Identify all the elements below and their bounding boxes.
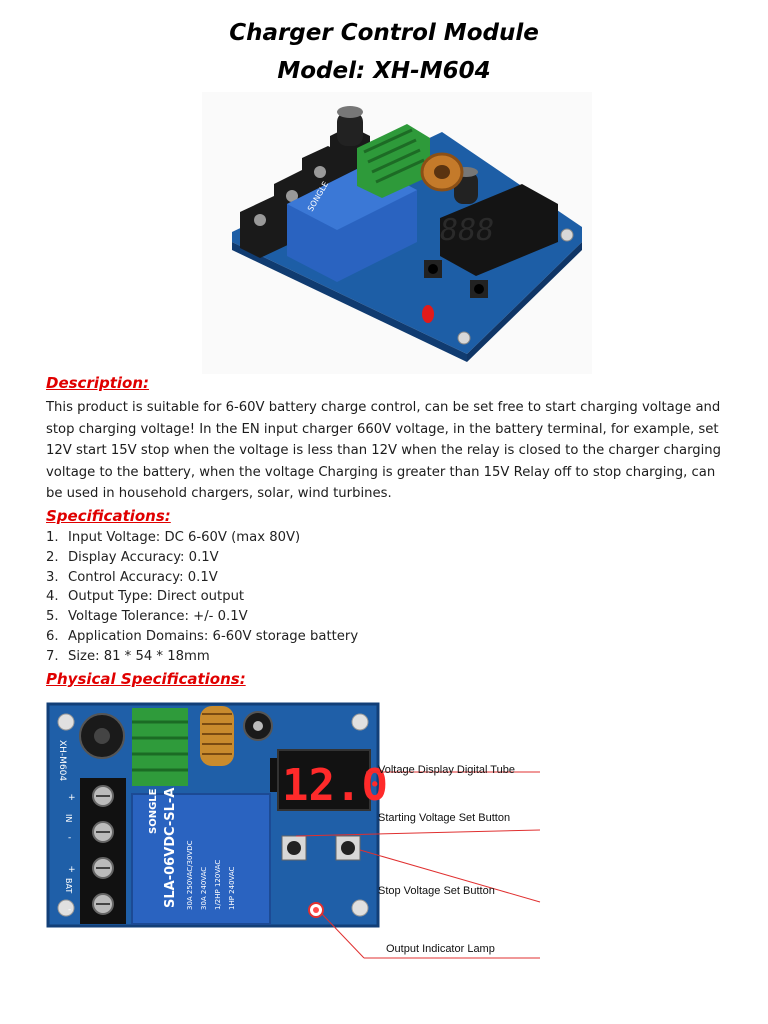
list-item: 5.Voltage Tolerance: +/- 0.1V [46,609,248,625]
list-item: 7.Size: 81 * 54 * 18mm [46,648,210,664]
digital-display: 888 [437,184,558,276]
callout-indicator-lamp: Output Indicator Lamp [386,943,495,955]
relay-spec-2: 30A 240VAC [200,867,208,910]
relay-spec-1: 30A 250VAC/30VDC [186,840,194,910]
callout-start-button: Starting Voltage Set Button [378,812,511,824]
specifications-list: 1.Input Voltage: DC 6-60V (max 80V) 2.Di… [46,528,358,667]
page-title-line-1: Charger Control Module [229,20,539,46]
page-title-line-2: Model: XH-M604 [277,58,491,84]
terminal-in-plus: + [68,793,76,803]
callout-stop-button: Stop Voltage Set Button [378,885,495,897]
list-item: 4.Output Type: Direct output [46,589,245,605]
list-item: 3.Control Accuracy: 0.1V [46,569,218,585]
relay-brand: SONGLE [148,788,159,834]
list-item: 2.Display Accuracy: 0.1V [46,549,219,565]
description-heading: Description: [46,374,150,392]
terminal-block [80,778,126,924]
callout-voltage-display: Voltage Display Digital Tube [378,764,515,776]
list-item: 1.Input Voltage: DC 6-60V (max 80V) [46,530,301,545]
relay-spec-3: 1/2HP 120VAC [214,860,222,910]
specifications-heading: Specifications: [46,507,171,525]
svg-text:888: 888 [437,213,497,248]
terminal-bat-label: BAT [64,878,73,893]
heatsink [132,708,188,786]
physical-specifications-heading: Physical Specifications: [46,670,246,688]
relay-model: SLA-06VDC-SL-A [163,788,178,908]
board-label: XH-M604 [57,740,67,781]
relay-spec-4: 1HP 240VAC [228,866,236,910]
stop-voltage-button [335,835,361,861]
terminal-in-label: IN [64,814,73,822]
digital-display: 12.0 [277,749,388,811]
product-photo: SONGLE 888 [202,92,592,374]
display-digits: 12.0 [282,760,388,811]
heatsink [357,124,430,198]
relay: SONGLE SLA-06VDC-SL-A 30A 250VAC/30VDC 3… [131,788,271,925]
board-diagram: XH-M604 + IN - + BAT - 12 [46,702,541,959]
capacitor-1 [337,112,363,146]
terminal-bat-minus: - [68,905,71,915]
terminal-bat-plus: + [68,865,76,875]
terminal-in-minus: - [68,833,71,843]
description-text: This product is suitable for 6-60V batte… [46,400,722,501]
inductor [200,706,234,766]
red-led [422,305,434,323]
list-item: 6.Application Domains: 6-60V storage bat… [46,628,359,644]
start-voltage-button [281,835,307,861]
